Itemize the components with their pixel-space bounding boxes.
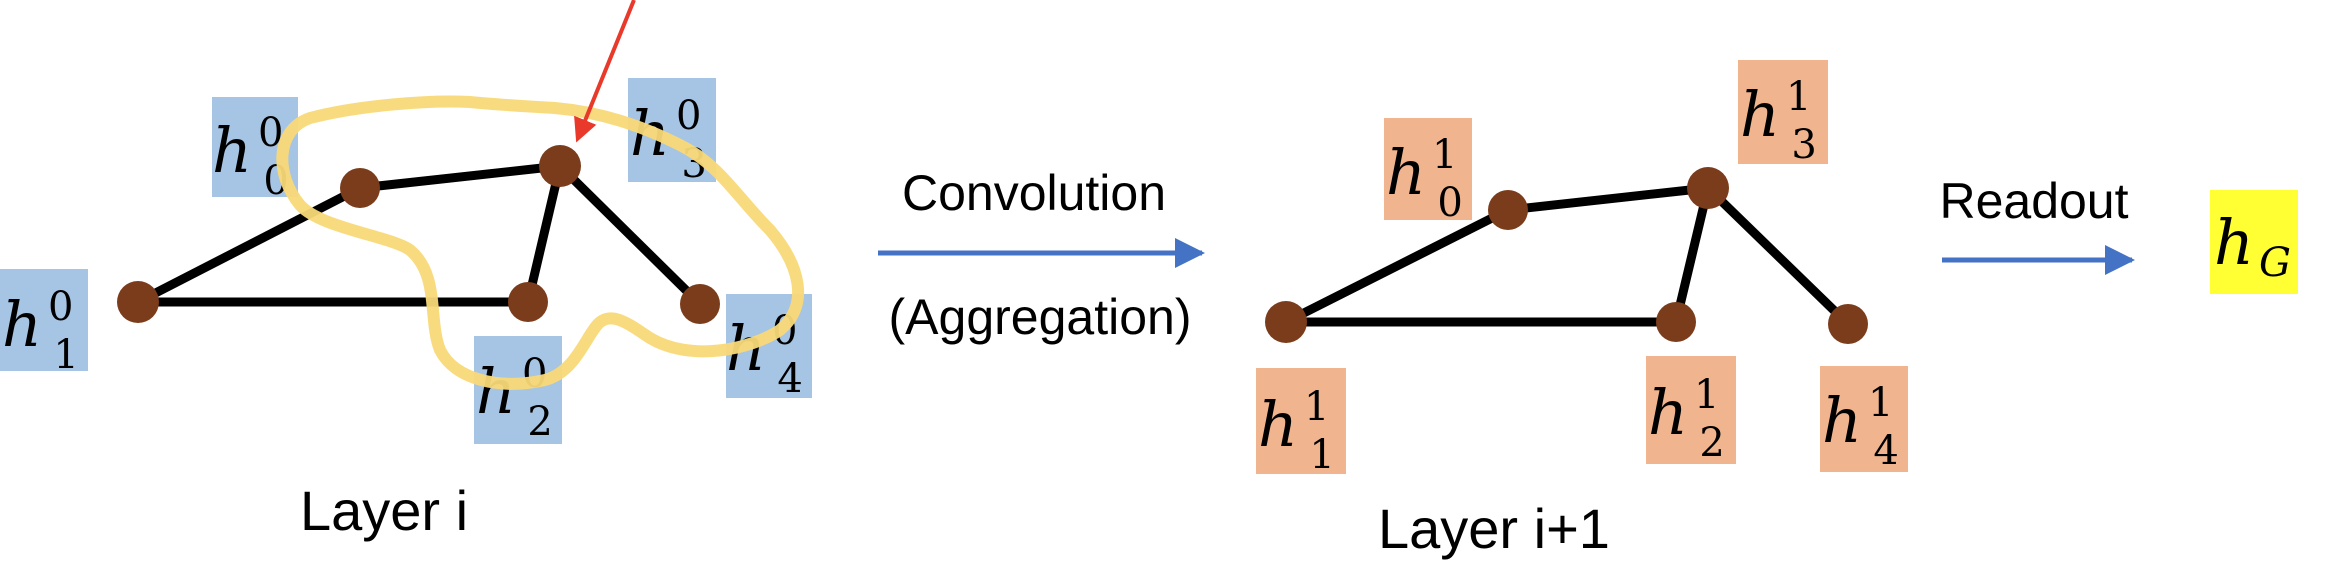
node1-3 bbox=[1687, 167, 1729, 209]
node-1 bbox=[117, 281, 159, 323]
layer-i-graph: h 0 0 h 0 3 h 0 1 h 0 2 h 0 4 Layer i bbox=[0, 0, 812, 542]
node-0 bbox=[340, 168, 380, 208]
node-3 bbox=[539, 145, 581, 187]
convolution-step: Convolution (Aggregation) bbox=[878, 165, 1205, 345]
readout-step: Readout h G bbox=[1939, 173, 2298, 294]
node-2 bbox=[508, 282, 548, 322]
layer-i1-graph: h 1 0 h 1 3 h 1 1 h 1 2 h 1 4 Layer i+1 bbox=[1256, 60, 1908, 560]
math-label-h21: h 1 2 bbox=[1648, 372, 1725, 466]
caption-layer-i: Layer i bbox=[300, 479, 468, 542]
math-label-h20: h 0 2 bbox=[476, 351, 553, 445]
caption-convolution: Convolution bbox=[902, 165, 1166, 221]
edge-3-4 bbox=[556, 162, 704, 308]
caption-aggregation: (Aggregation) bbox=[889, 289, 1192, 345]
node1-2 bbox=[1656, 302, 1696, 342]
label-box-h31 bbox=[1738, 60, 1828, 164]
neighborhood-highlight bbox=[276, 95, 805, 390]
edge-0-3 bbox=[359, 161, 561, 193]
label-box-hg bbox=[2210, 190, 2298, 294]
node1-0 bbox=[1488, 190, 1528, 230]
label-box-h11 bbox=[1256, 368, 1346, 474]
edge1-0-3 bbox=[1507, 183, 1709, 215]
math-label-h41: h 1 4 bbox=[1822, 380, 1899, 474]
edge1-1-0 bbox=[1283, 205, 1511, 327]
node1-4 bbox=[1828, 304, 1868, 344]
edge-2-3 bbox=[523, 164, 565, 304]
edge1-3-4 bbox=[1704, 184, 1852, 328]
label-box-h20 bbox=[474, 336, 562, 444]
math-label-h01: h 1 0 bbox=[1386, 132, 1463, 226]
caption-layer-i1: Layer i+1 bbox=[1378, 497, 1610, 560]
label-box-h41 bbox=[1820, 366, 1908, 472]
math-label-h31: h 1 3 bbox=[1740, 74, 1817, 168]
label-box-h01 bbox=[1384, 118, 1472, 220]
edge1-2-3 bbox=[1671, 186, 1713, 324]
math-label-h10: h 0 1 bbox=[2, 284, 79, 378]
math-label-h11: h 1 1 bbox=[1258, 384, 1335, 478]
caption-readout: Readout bbox=[1939, 173, 2128, 229]
node1-1 bbox=[1265, 301, 1307, 343]
math-label-hg: h G bbox=[2214, 206, 2291, 286]
node-4 bbox=[680, 284, 720, 324]
pointer-arrow bbox=[574, 0, 636, 143]
edge-1-0 bbox=[135, 183, 363, 307]
label-box-h10 bbox=[0, 269, 88, 371]
label-box-h21 bbox=[1646, 356, 1736, 464]
